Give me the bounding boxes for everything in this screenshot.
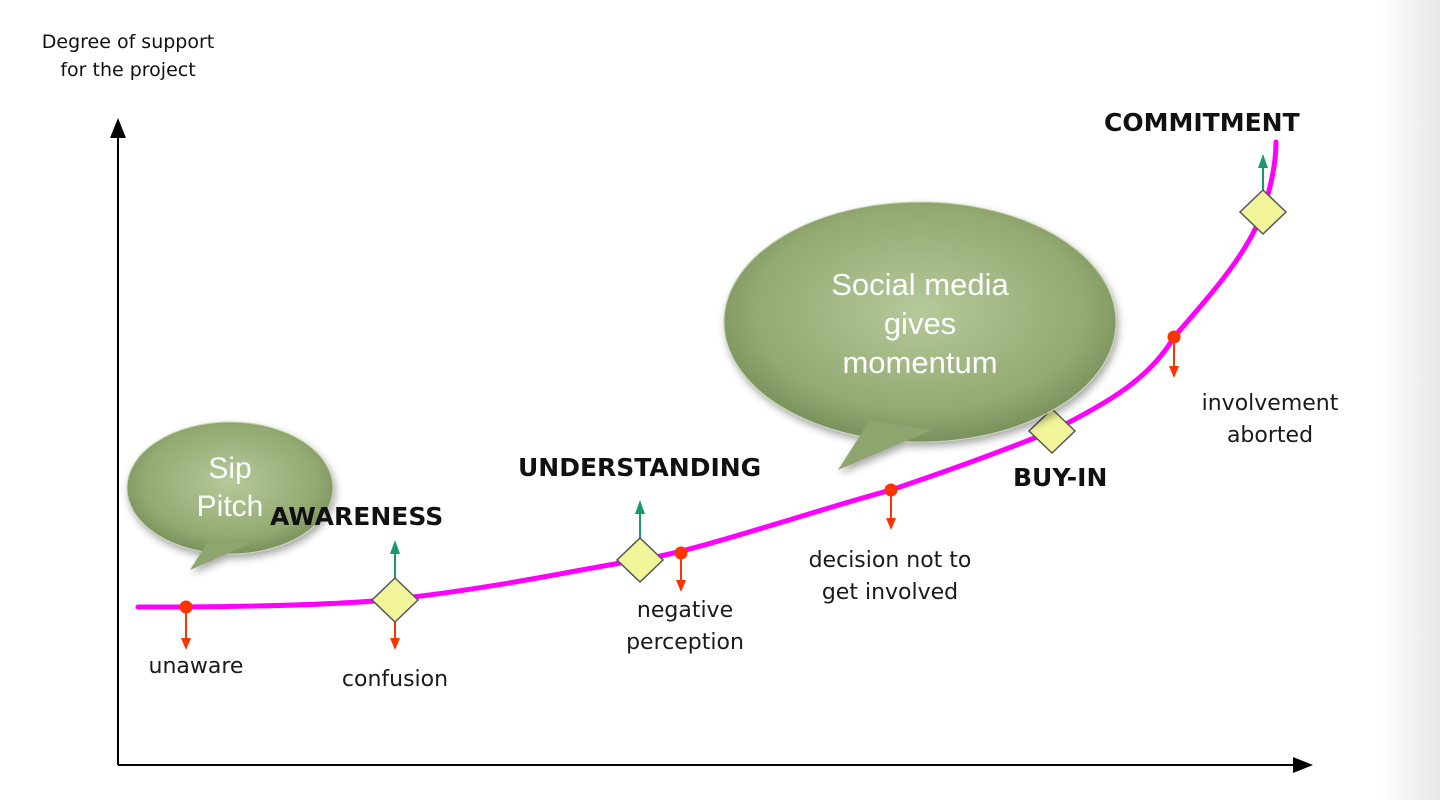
stage-diamonds [370,188,1288,624]
outcome-label-negative-perception: negative perception [626,598,744,655]
diamond-understanding [615,536,665,584]
support-curve [135,139,1279,610]
outcome-label-involvement-aborted: involvement aborted [1201,391,1339,448]
positive-markers [390,154,1268,580]
negative-marker-aborted [1167,330,1181,378]
stage-label-commitment: COMMITMENT [1104,108,1300,137]
outcome-label-confusion: confusion [341,667,449,692]
x-axis-arrowhead [1293,757,1313,773]
diamond-commitment [1238,188,1288,236]
large-speech-bubble [723,201,1117,470]
stage-label-buy-in: BUY-IN [1013,463,1108,492]
negative-marker-unaware [179,600,193,650]
y-axis-label: Degree of support for the project [41,31,215,81]
right-panel [1380,0,1440,800]
axes [110,118,1313,773]
y-axis-arrowhead [110,118,126,138]
stage-label-awareness: AWARENESS [270,502,444,531]
positive-marker-commitment [1258,154,1268,190]
outcome-label-decision-not-to-get-involved: decision not to get involved [808,548,972,605]
positive-marker-awareness [390,540,400,580]
negative-markers [179,330,1181,650]
diamond-buy-in [1027,407,1077,455]
outcome-label-unaware: unaware [148,654,244,679]
positive-marker-understanding [635,500,645,540]
negative-marker-decision [884,483,898,530]
diamond-awareness [370,576,420,624]
small-bubble-text: Sip Pitch [196,452,264,523]
large-bubble-text: Social media gives momentum [831,267,1009,380]
stage-label-understanding: UNDERSTANDING [518,453,762,482]
negative-marker-negative-perception [674,546,688,592]
small-speech-bubble [126,421,334,570]
